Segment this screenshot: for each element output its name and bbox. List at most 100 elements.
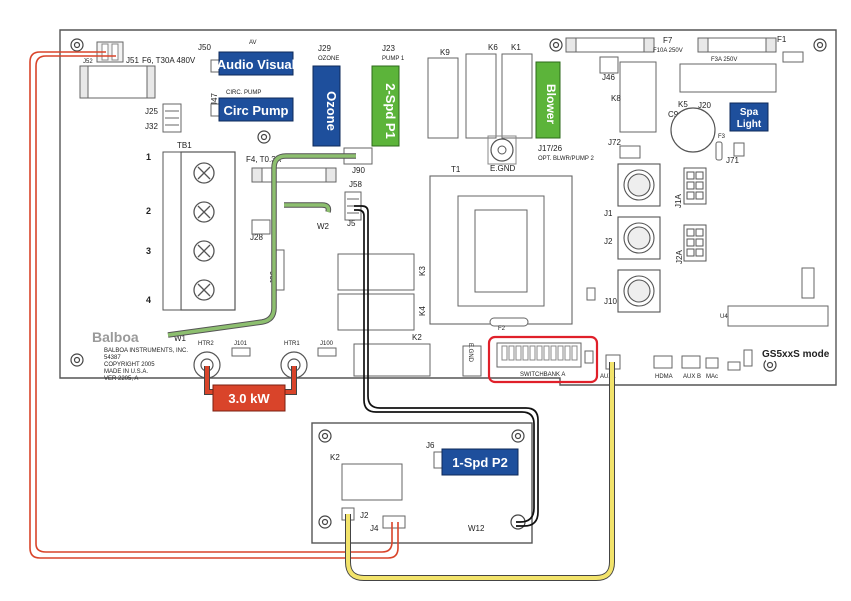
j1a-label: J1A [674, 194, 683, 208]
j29-label: J29 [318, 44, 331, 53]
tb1-screws[interactable] [193, 162, 215, 301]
rj-jacks[interactable] [617, 163, 661, 313]
f7-rating-label: F10A 250V [653, 48, 683, 54]
svg-text:VER 2205, A: VER 2205, A [104, 376, 138, 382]
bottom-right-labels: AUX1 HDMA AUX B MAc [600, 374, 718, 380]
fuse-f6 [79, 65, 156, 99]
switchbank-label: SWITCHBANK A [520, 372, 565, 378]
j17-26-label: J17/26 [538, 144, 563, 153]
heater-terminals[interactable] [193, 351, 308, 379]
gs5xxs-mode-label: GS5xxS mode [762, 349, 830, 360]
j29-sub-label: OZONE [318, 56, 339, 62]
egnd-top-label: E.GND [490, 164, 516, 173]
tb1-pos-2: 2 [146, 206, 151, 216]
j20-label: J20 [698, 101, 711, 110]
aux-j4-connector[interactable] [382, 515, 406, 529]
j71-label: J71 [726, 156, 739, 165]
callout-heater: 3.0 kW [212, 384, 286, 412]
callout-audio-visual: Audio Visual [217, 51, 296, 76]
egnd-bottom-block [462, 345, 482, 377]
relay-k2-main [353, 343, 431, 377]
k9-label: K9 [440, 48, 450, 57]
svg-text:COPYRIGHT 2005: COPYRIGHT 2005 [104, 362, 155, 368]
svg-text:1-Spd P2: 1-Spd P2 [452, 455, 508, 470]
bottom-right-connectors[interactable] [605, 349, 753, 371]
j90-label: J90 [352, 166, 365, 175]
tb1-pos-1: 1 [146, 152, 151, 162]
k6-label: K6 [488, 43, 498, 52]
j58-connector[interactable] [344, 191, 362, 221]
f3-rating-label: F3A 250V [711, 57, 737, 63]
j25-label: J25 [145, 107, 158, 116]
svg-text:Light: Light [737, 119, 762, 130]
j28-connector[interactable] [251, 219, 271, 235]
capacitor-c9 [670, 107, 716, 153]
j101-label: J101 [234, 341, 248, 347]
j23-label: J23 [382, 44, 395, 53]
maker-text: BALBOA INSTRUMENTS, INC. 54387 COPYRIGHT… [104, 348, 188, 382]
aux-j4-label: J4 [370, 524, 379, 533]
svg-text:MAc: MAc [706, 374, 718, 380]
wire-black-pump2 [354, 205, 539, 527]
svg-text:Ozone: Ozone [324, 91, 339, 131]
switchbank-a[interactable] [496, 342, 582, 368]
small-jumper[interactable] [586, 287, 596, 301]
k3-label: K3 [418, 266, 427, 276]
svg-text:AUX1: AUX1 [600, 374, 616, 380]
tb1-pos-4: 4 [146, 295, 151, 305]
svg-text:Audio Visual: Audio Visual [217, 57, 296, 72]
f3-small-label: F3 [718, 134, 726, 140]
relay-k8 [619, 61, 657, 133]
f7-label: F7 [663, 36, 673, 45]
svg-text:MADE IN U.S.A.: MADE IN U.S.A. [104, 369, 148, 375]
j17-sub-label: OPT. BLWR/PUMP 2 [538, 156, 594, 162]
fuse-f2 [489, 317, 529, 327]
j71-connector[interactable] [733, 142, 745, 157]
j2-label: J2 [604, 237, 613, 246]
callout-ozone: Ozone [312, 65, 341, 147]
f1-connector[interactable] [782, 51, 804, 63]
tb1-label: TB1 [177, 141, 192, 150]
fuse-f4 [251, 167, 337, 183]
j51-label: J51 [126, 56, 139, 65]
j46-label: J46 [602, 73, 615, 82]
relays-k9-k6-k1 [427, 53, 533, 139]
j50-top-label: AV [249, 40, 257, 46]
right-header[interactable] [801, 267, 815, 299]
j10-label: J10 [604, 297, 617, 306]
svg-text:Circ Pump: Circ Pump [223, 103, 288, 118]
j5-label: J5 [347, 219, 356, 228]
chip-u4 [727, 305, 829, 327]
svg-text:Blower: Blower [544, 84, 558, 124]
aux-board-holes [318, 429, 525, 529]
fuse-f6-label: F6, T30A 480V [142, 56, 196, 65]
j58-label: J58 [349, 180, 362, 189]
j46-connector[interactable] [599, 56, 619, 74]
svg-text:54387: 54387 [104, 355, 121, 361]
j47-sub-label: CIRC. PUMP [226, 90, 261, 96]
aux-j6-label: J6 [426, 441, 435, 450]
j100-label: J100 [320, 341, 334, 347]
aux-w12-label: W12 [468, 524, 485, 533]
fuse-f3 [715, 141, 723, 161]
j1a-j2a-connectors[interactable] [683, 167, 707, 262]
htr1-label: HTR1 [284, 341, 300, 347]
callout-blower: Blower [535, 61, 561, 139]
j25-j32-connector[interactable] [162, 103, 182, 133]
svg-text:3.0 kW: 3.0 kW [228, 391, 270, 406]
svg-text:BALBOA INSTRUMENTS, INC.: BALBOA INSTRUMENTS, INC. [104, 348, 188, 354]
svg-text:AUX B: AUX B [683, 374, 701, 380]
k5-label: K5 [678, 100, 688, 109]
callout-pump2: 1-Spd P2 [441, 448, 519, 476]
f4-label: F4, T0.3A [246, 155, 282, 164]
k2-main-label: K2 [412, 333, 422, 342]
htr2-label: HTR2 [198, 341, 214, 347]
c9-label: C9 [668, 110, 679, 119]
callout-spa-light: Spa Light [729, 102, 769, 132]
u4-label: U4 [720, 314, 728, 320]
j1-label: J1 [604, 209, 613, 218]
j50-label: J50 [198, 43, 211, 52]
f1-label: F1 [777, 35, 787, 44]
egnd-bottom-label: E.GND [467, 343, 473, 363]
j72-connector[interactable] [619, 145, 641, 159]
